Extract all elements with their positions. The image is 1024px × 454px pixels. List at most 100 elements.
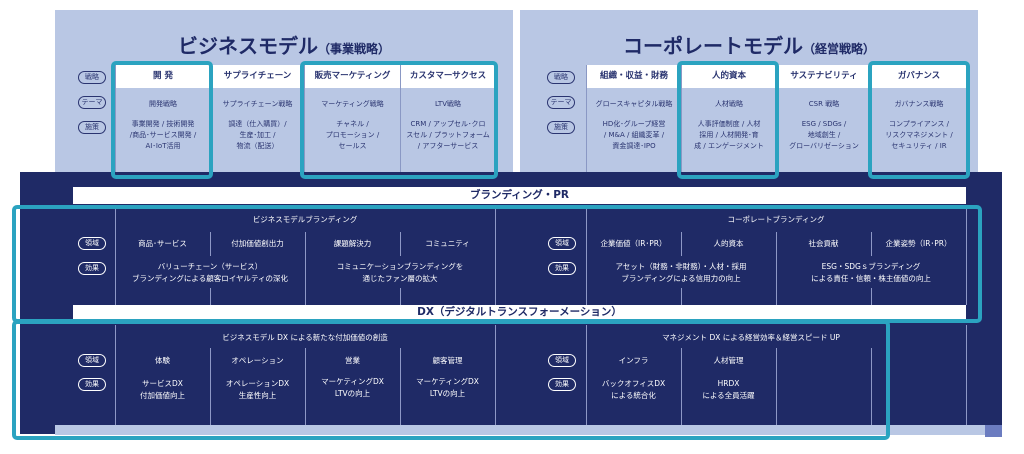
theme: CSR 戦略 xyxy=(808,100,840,108)
divider xyxy=(400,232,401,256)
dx-area: インフラ xyxy=(618,356,649,365)
corporate-model-title: コーポレートモデル（経営戦略） xyxy=(622,34,875,58)
divider xyxy=(586,208,587,305)
strategy-header: サプライチェーン xyxy=(211,65,304,88)
divider xyxy=(305,232,306,305)
dx-effect: オペレーションDX 生産性向上 xyxy=(225,379,290,400)
measures: CRM / アップセル･クロ スセル / プラットフォーム / アフターサービス xyxy=(406,120,490,150)
label-measures: 施策 xyxy=(547,121,575,134)
foundation-bottom-edge xyxy=(55,425,985,435)
divider xyxy=(681,288,682,305)
theme: サプライチェーン戦略 xyxy=(222,100,293,108)
highlight-governance xyxy=(868,61,970,179)
corporate-dx-title: マネジメント DX による経営効率＆経営スピード UP xyxy=(662,333,840,342)
theme: 開発戦略 xyxy=(149,100,177,108)
label-theme: テーマ xyxy=(547,96,575,109)
business-column: カスタマーサクセス LTV戦略 CRM / アップセル･クロ スセル / プラットフ… xyxy=(400,65,495,172)
label-effect: 効果 xyxy=(78,378,106,391)
corporate-model-panel xyxy=(520,10,978,175)
measures: チャネル / プロモーション / セールス xyxy=(325,120,380,150)
theme: グロースキャピタル戦略 xyxy=(595,100,673,108)
branding-area: 商品･サービス xyxy=(138,239,187,248)
measures: コンプライアンス / リスクマネジメント / セキュリティ / IR xyxy=(885,120,953,150)
strategy-header: 人的資本 xyxy=(682,65,776,88)
theme: マーケティング戦略 xyxy=(321,100,384,108)
divider xyxy=(495,325,496,425)
divider xyxy=(115,208,116,305)
foundation-band xyxy=(20,172,1002,434)
divider xyxy=(115,325,116,425)
label-effect: 効果 xyxy=(78,262,106,275)
dx-effect: マーケティングDX LTVの向上 xyxy=(416,377,479,398)
branding-area: 社会貢献 xyxy=(808,239,839,248)
branding-area: 人的資本 xyxy=(713,239,744,248)
branding-area: 企業姿勢（IR･PR） xyxy=(885,239,952,248)
divider xyxy=(586,325,587,425)
dx-band: DX（デジタルトランスフォーメーション） xyxy=(73,305,966,320)
business-dx-title: ビジネスモデル DX による新たな付加価値の創造 xyxy=(222,333,388,342)
dx-area: 人材管理 xyxy=(713,356,744,365)
dx-area: 顧客管理 xyxy=(432,356,463,365)
divider xyxy=(210,348,211,425)
divider xyxy=(400,348,401,425)
branding-area: 企業価値（IR･PR） xyxy=(600,239,667,248)
divider xyxy=(681,232,682,256)
divider xyxy=(681,348,682,425)
dx-effect: マーケティングDX LTVの向上 xyxy=(321,377,384,398)
branding-area: 課題解決力 xyxy=(333,239,372,248)
divider xyxy=(966,325,967,425)
theme: ガバナンス戦略 xyxy=(894,100,944,108)
label-strategy: 戦略 xyxy=(547,71,575,84)
branding-effect: バリューチェーン（サービス） ブランディングによる顧客ロイヤルティの深化 xyxy=(131,262,289,283)
dx-effect: HRDX による全員活躍 xyxy=(702,379,755,400)
label-area: 領域 xyxy=(78,237,106,250)
divider xyxy=(210,288,211,305)
measures: 人事評価制度 / 人材 採用 / 人材開発･育 成 / エンゲージメント xyxy=(694,120,764,150)
measures: 事業開発 / 技術開発 /商品･サービス開発 / AI･IoT活用 xyxy=(129,120,197,150)
dx-area: 営業 xyxy=(345,356,360,365)
corporate-column: 人的資本人材戦略人事評価制度 / 人材 採用 / 人材開発･育 成 / エンゲー… xyxy=(681,65,776,172)
theme: 人材戦略 xyxy=(715,100,743,108)
branding-effect: コミュニケーションブランディングを 通じたファン層の拡大 xyxy=(336,262,464,283)
strategy-header: 開 発 xyxy=(116,65,210,88)
measures: 調達（仕入購買）/ 生産･加工 / 物流（配送） xyxy=(228,120,287,150)
label-strategy: 戦略 xyxy=(78,71,106,84)
label-area: 領域 xyxy=(548,354,576,367)
dx-area: 体験 xyxy=(155,356,170,365)
divider xyxy=(776,232,777,305)
strategy-header: ガバナンス xyxy=(872,65,966,88)
strategy-header: カスタマーサクセス xyxy=(401,65,495,88)
business-column: サプライチェーンサプライチェーン戦略調達（仕入購買）/ 生産･加工 / 物流（配… xyxy=(210,65,304,172)
label-area: 領域 xyxy=(548,237,576,250)
business-column: 開 発開発戦略事業開発 / 技術開発 /商品･サービス開発 / AI･IoT活用 xyxy=(115,65,210,172)
strategy-header: 販売マーケティング xyxy=(305,65,400,88)
label-theme: テーマ xyxy=(78,96,106,109)
foundation-side-edge xyxy=(985,425,1002,437)
dx-area: オペレーション xyxy=(231,356,284,365)
strategy-header: サステナビリティ xyxy=(777,65,871,88)
highlight-branding xyxy=(12,205,982,323)
measures: HD化･グループ経営 / M&A / 組織変革 / 資金調達･IPO xyxy=(602,120,666,150)
corporate-branding-title: コーポレートブランディング xyxy=(727,215,825,224)
corporate-column: 組織・収益・財務グロースキャピタル戦略 HD化･グループ経営 / M&A / 組織… xyxy=(586,65,681,172)
divider xyxy=(210,232,211,256)
divider xyxy=(966,208,967,305)
divider xyxy=(871,232,872,256)
label-measures: 施策 xyxy=(78,121,106,134)
divider xyxy=(495,208,496,305)
theme: LTV戦略 xyxy=(434,100,461,108)
strategy-header: 組織・収益・財務 xyxy=(587,65,681,88)
label-effect: 効果 xyxy=(548,378,576,391)
divider xyxy=(776,348,777,425)
divider xyxy=(871,348,872,425)
measures: ESG / SDGs / 地域創生 / グローバリゼーション xyxy=(789,120,859,150)
highlight-human-capital xyxy=(677,61,779,179)
business-branding-title: ビジネスモデルブランディング xyxy=(252,215,358,224)
corporate-column: サステナビリティ CSR 戦略 ESG / SDGs / 地域創生 / グローバリゼ… xyxy=(776,65,871,172)
divider xyxy=(400,288,401,305)
label-effect: 効果 xyxy=(548,262,576,275)
highlight-dx xyxy=(12,320,890,440)
branding-band: ブランディング・PR xyxy=(73,187,966,204)
divider xyxy=(305,348,306,425)
divider xyxy=(871,288,872,305)
